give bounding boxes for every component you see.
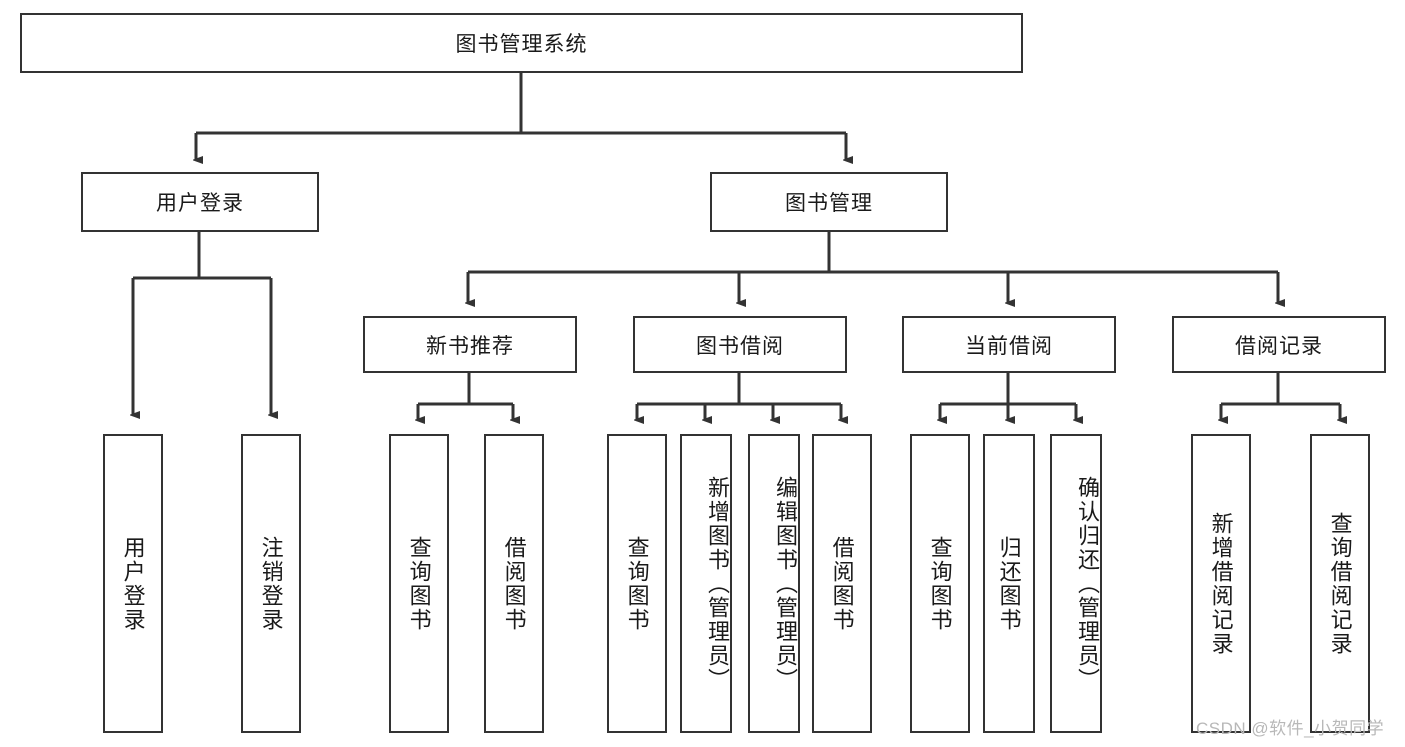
node-label: 用户登录 bbox=[120, 535, 146, 632]
node-label: 归还图书 bbox=[996, 535, 1022, 632]
leaf-borrow-book[interactable]: 借阅图书 bbox=[812, 434, 872, 733]
node-root-system[interactable]: 图书管理系统 bbox=[20, 13, 1023, 73]
node-new-book-recommend[interactable]: 新书推荐 bbox=[363, 316, 577, 373]
node-label: 借阅图书 bbox=[829, 535, 855, 632]
leaf-user-login[interactable]: 用户登录 bbox=[103, 434, 163, 733]
leaf-confirm-return-admin[interactable]: 确认归还（管理员） bbox=[1050, 434, 1102, 733]
node-label: 查询图书 bbox=[927, 535, 953, 632]
node-label: 图书管理系统 bbox=[455, 33, 588, 56]
node-book-borrow[interactable]: 图书借阅 bbox=[633, 316, 847, 373]
node-label: 新增图书（管理员） bbox=[705, 475, 730, 692]
node-current-borrow[interactable]: 当前借阅 bbox=[902, 316, 1116, 373]
leaf-add-book-admin[interactable]: 新增图书（管理员） bbox=[680, 434, 732, 733]
node-label: 当前借阅 bbox=[965, 334, 1053, 358]
node-label: 查询图书 bbox=[406, 535, 432, 632]
leaf-query-book-borrow[interactable]: 查询图书 bbox=[607, 434, 667, 733]
node-label: 新书推荐 bbox=[426, 334, 514, 358]
node-label: 图书借阅 bbox=[696, 334, 784, 358]
leaf-borrow-book-recommend[interactable]: 借阅图书 bbox=[484, 434, 544, 733]
node-label: 新增借阅记录 bbox=[1208, 511, 1234, 656]
leaf-add-borrow-record[interactable]: 新增借阅记录 bbox=[1191, 434, 1251, 733]
node-label: 查询图书 bbox=[624, 535, 650, 632]
node-label: 图书管理 bbox=[785, 192, 873, 215]
node-label: 编辑图书（管理员） bbox=[773, 475, 798, 692]
node-label: 用户登录 bbox=[156, 192, 244, 215]
leaf-edit-book-admin[interactable]: 编辑图书（管理员） bbox=[748, 434, 800, 733]
node-label: 借阅记录 bbox=[1235, 334, 1323, 358]
node-book-management[interactable]: 图书管理 bbox=[710, 172, 948, 232]
leaf-return-book[interactable]: 归还图书 bbox=[983, 434, 1035, 733]
node-label: 注销登录 bbox=[258, 535, 284, 632]
leaf-logout[interactable]: 注销登录 bbox=[241, 434, 301, 733]
csdn-watermark: CSDN @软件_小贺同学 bbox=[1196, 719, 1385, 738]
node-borrow-record[interactable]: 借阅记录 bbox=[1172, 316, 1386, 373]
node-user-login[interactable]: 用户登录 bbox=[81, 172, 319, 232]
leaf-query-book-recommend[interactable]: 查询图书 bbox=[389, 434, 449, 733]
node-label: 确认归还（管理员） bbox=[1075, 475, 1100, 692]
node-label: 借阅图书 bbox=[501, 535, 527, 632]
node-label: 查询借阅记录 bbox=[1327, 511, 1353, 656]
leaf-query-borrow-record[interactable]: 查询借阅记录 bbox=[1310, 434, 1370, 733]
leaf-query-book-current[interactable]: 查询图书 bbox=[910, 434, 970, 733]
